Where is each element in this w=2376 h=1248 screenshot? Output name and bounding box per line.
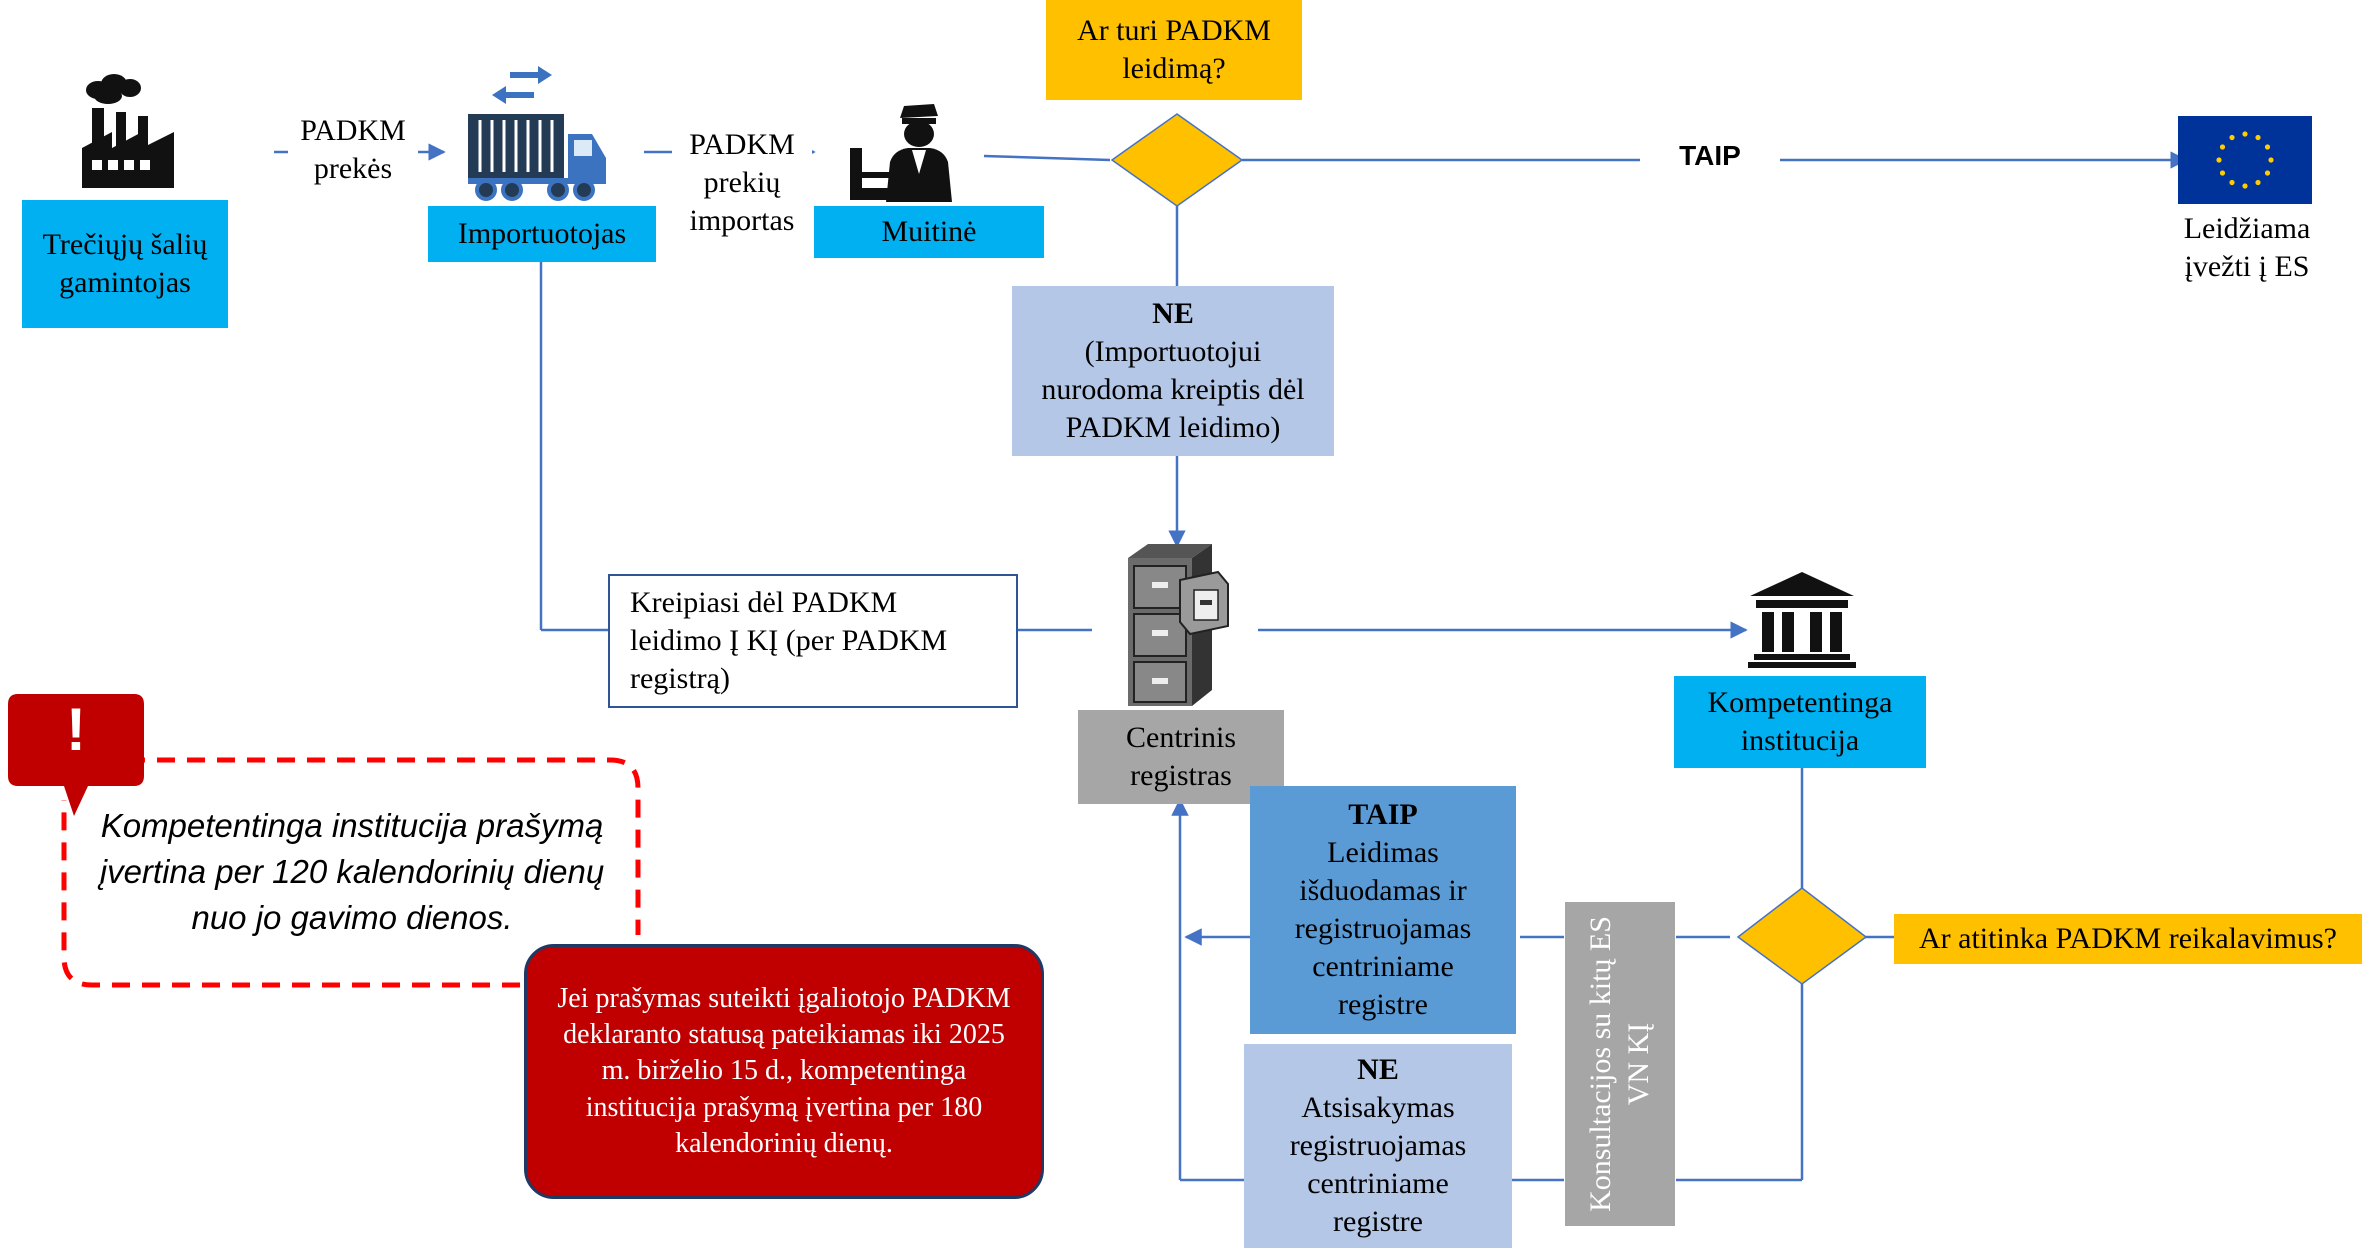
no-refusal-box: NE Atsisakymas registruojamas centriniam… xyxy=(1244,1044,1512,1248)
truck-icon xyxy=(462,62,610,204)
filing-cabinet-icon xyxy=(1120,540,1230,710)
no-permit-box: NE (Importuotojui nurodoma kreiptis dėl … xyxy=(1012,286,1334,456)
customs-label: Muitinė xyxy=(881,214,977,248)
yes-permit-title: TAIP xyxy=(1348,797,1418,831)
producer-box: Trečiųjų šalių gamintojas xyxy=(22,200,228,328)
no-refusal-title: NE xyxy=(1357,1052,1399,1086)
institution-icon xyxy=(1746,570,1858,670)
question-permit-box: Ar turi PADKM leidimą? xyxy=(1046,0,1302,100)
edge-label-goods: PADKM prekės xyxy=(288,112,418,189)
registry-label: Centrinis registras xyxy=(1126,720,1236,792)
factory-icon xyxy=(78,68,178,188)
producer-label: Trečiųjų šalių gamintojas xyxy=(42,227,208,299)
question-permit-label: Ar turi PADKM leidimą? xyxy=(1077,13,1271,85)
customs-box: Muitinė xyxy=(814,206,1044,258)
no-permit-text: (Importuotojui nurodoma kreiptis dėl PAD… xyxy=(1041,334,1305,445)
decision-diamond-permit xyxy=(1110,113,1244,207)
note-dashed: Kompetentinga institucija prašymą įverti… xyxy=(92,778,612,966)
importer-box: Importuotojas xyxy=(428,206,656,262)
importer-label: Importuotojas xyxy=(457,216,627,250)
note-dashed-text: Kompetentinga institucija prašymą įverti… xyxy=(99,806,605,937)
eu-label: Leidžiama įvežti į ES xyxy=(2164,210,2330,287)
yes-permit-text: Leidimas išduodamas ir registruojamas ce… xyxy=(1294,835,1472,1022)
consult-box: Konsultacijos su kitų ES VN KĮ xyxy=(1565,902,1675,1226)
note-red: Jei prašymas suteikti įgaliotojo PADKM d… xyxy=(524,944,1044,1199)
no-permit-title: NE xyxy=(1152,296,1194,330)
yes-label: TAIP xyxy=(1640,138,1780,174)
alert-mark: ! xyxy=(66,696,86,763)
question-requirements-label: Ar atitinka PADKM reikalavimus? xyxy=(1919,921,2337,955)
consult-label: Konsultacijos su kitų ES VN KĮ xyxy=(1583,916,1655,1212)
decision-diamond-requirements xyxy=(1736,887,1868,985)
question-requirements-box: Ar atitinka PADKM reikalavimus? xyxy=(1894,914,2362,964)
yes-permit-box: TAIP Leidimas išduodamas ir registruojam… xyxy=(1250,786,1516,1034)
edge-label-import: PADKM prekių importas xyxy=(672,126,812,241)
apply-box: Kreipiasi dėl PADKM leidimo Į KĮ (per PA… xyxy=(608,574,1018,708)
authority-box: Kompetentinga institucija xyxy=(1674,676,1926,768)
customs-officer-icon xyxy=(846,102,966,204)
eu-flag-icon xyxy=(2178,116,2312,204)
no-refusal-text: Atsisakymas registruojamas centriniame r… xyxy=(1289,1090,1467,1239)
authority-label: Kompetentinga institucija xyxy=(1707,685,1893,757)
alert-icon: ! xyxy=(8,694,144,818)
registry-box: Centrinis registras xyxy=(1078,710,1284,804)
apply-text: Kreipiasi dėl PADKM leidimo Į KĮ (per PA… xyxy=(630,585,948,696)
note-red-text: Jei prašymas suteikti įgaliotojo PADKM d… xyxy=(557,982,1011,1160)
